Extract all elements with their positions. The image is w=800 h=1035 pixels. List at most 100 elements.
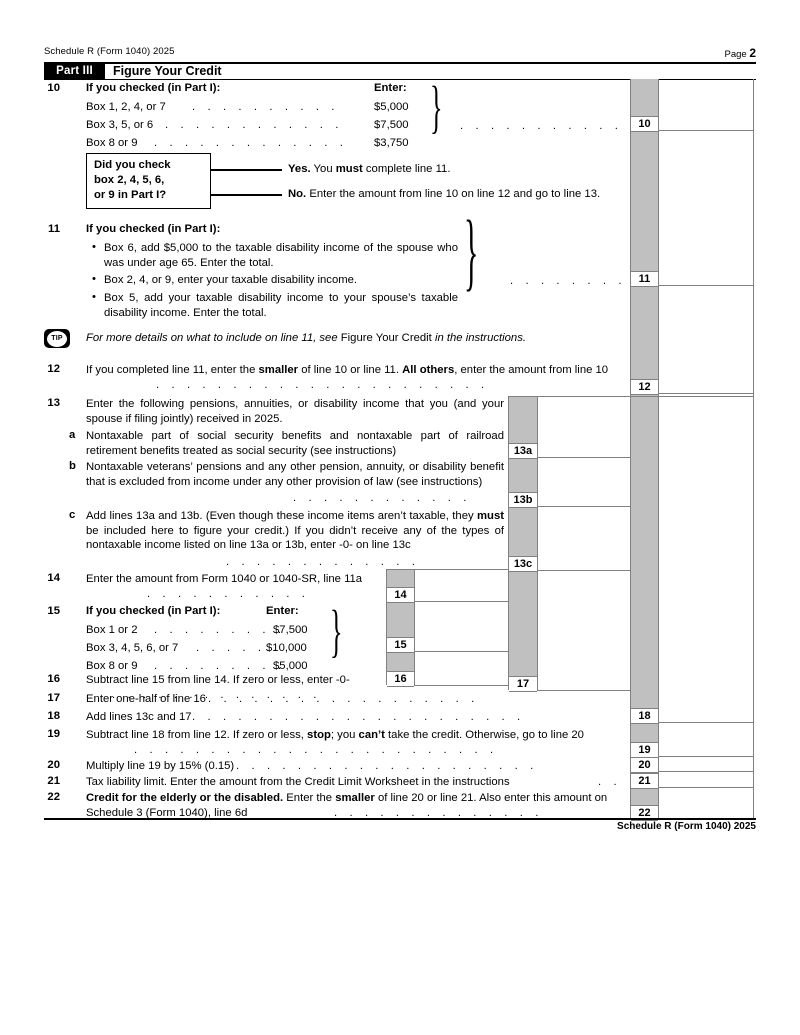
line-13b-text: Nontaxable veterans’ pensions and any ot… <box>86 461 504 488</box>
line-17-number: 17 <box>47 692 60 704</box>
right-column-left-rule <box>630 79 631 819</box>
line-15-row-2-label: Box 8 or 9 <box>86 660 138 672</box>
line-10-row-0-dots: . . . . . . . . . . <box>192 101 340 113</box>
line-16-entry-rule <box>414 685 508 686</box>
line-13c-entry-rule <box>537 570 630 571</box>
line-17-text: Enter one-half of line 16 <box>86 693 206 705</box>
line-11-bullet-0: Box 6, add $5,000 to the taxable disabil… <box>104 242 458 269</box>
inner-column-left-rule <box>386 569 387 685</box>
line-12-bottom-rule <box>508 396 753 397</box>
line-13b-entry-rule <box>537 506 630 507</box>
line-16-box-label: 16 <box>387 671 414 687</box>
line-18-number: 18 <box>47 710 60 722</box>
decision-question-line-1: box 2, 4, 5, 6, <box>94 174 165 186</box>
line-14-box-label: 14 <box>387 587 414 603</box>
line-19-text-1: Subtract line 18 from line 12. If zero o… <box>86 729 308 741</box>
line-10-row-2-label: Box 8 or 9 <box>86 137 138 149</box>
line-19-text-3: take the credit. Otherwise, go to line 2… <box>384 729 584 741</box>
footer-rule <box>44 818 756 820</box>
line-22-number: 22 <box>47 791 60 803</box>
line-21-entry-rule <box>658 787 753 788</box>
line-10-row-2-dots: . . . . . . . . . . . . . <box>154 137 348 149</box>
line-11-brace: } <box>464 204 479 301</box>
line-20-text: Multiply line 19 by 15% (0.15) <box>86 760 235 772</box>
line-18-box-label: 18 <box>631 708 658 724</box>
part-header: Part III Figure Your Credit <box>44 62 756 81</box>
line-17-trail-dots: . . . . . . . . . . . . . . . . . . <box>208 693 479 705</box>
line-11-trail-dots: . . . . . . . . <box>510 275 627 287</box>
line-10-entry-rule <box>658 130 753 131</box>
tip-text-1: For more details on what to include on l… <box>86 332 341 344</box>
line-15-row-0-dots: . . . . . . . . . <box>154 624 286 636</box>
line-13a-entry-rule <box>537 457 630 458</box>
line-15-row-2-amount: $5,000 <box>273 660 308 672</box>
line-12-box-label: 12 <box>631 379 658 395</box>
line-19-entry-rule <box>658 756 753 757</box>
line-22-text: Credit for the elderly or the disabled. … <box>86 791 624 820</box>
line-21-number: 21 <box>47 775 60 787</box>
line-13b-letter: b <box>69 460 76 472</box>
line-13a-box-label: 13a <box>509 443 537 459</box>
line-12-bold-1: smaller <box>258 364 299 376</box>
line-15-row-0-label: Box 1 or 2 <box>86 624 138 636</box>
decision-yes-label: Yes. <box>288 163 311 175</box>
line-10-box-label: 10 <box>631 116 658 132</box>
line-13a-letter: a <box>69 429 76 441</box>
line-18-entry-rule <box>658 722 753 723</box>
line-13c-trail-dots: . . . . . . . . . . . . . <box>226 556 420 568</box>
line-11-prompt: If you checked (in Part I): <box>86 223 221 235</box>
line-11-box-label: 11 <box>631 271 658 287</box>
line-12-text: If you completed line 11, enter the smal… <box>86 363 624 378</box>
decision-yes-text-2: complete line 11. <box>362 163 451 175</box>
page-header: Schedule R (Form 1040) 2025 Page 2 <box>44 46 756 64</box>
line-15-row-0-amount: $7,500 <box>273 624 308 636</box>
tip-text-bold: Figure Your Credit <box>340 332 432 344</box>
tip-icon: TIP <box>44 329 70 348</box>
line-15-row-1-dots: . . . . . . <box>196 642 282 654</box>
line-18-trail-dots: . . . . . . . . . . . . . . . . . . . . … <box>192 711 525 723</box>
line-19-text-2: ; you <box>330 729 359 741</box>
line-16-trail-dots: . . . . . . . . . . . . . . <box>112 689 321 701</box>
line-10-row-1-dots: . . . . . . . . . . . . <box>165 119 343 131</box>
line-16-text: Subtract line 15 from line 14. If zero o… <box>86 674 350 686</box>
line-10-trail-dots: . . . . . . . . . . . <box>460 120 623 132</box>
line-13c-text-2: be included here to figure your credit.)… <box>86 524 504 552</box>
line-19-trail-dots: . . . . . . . . . . . . . . . . . . . . … <box>134 744 498 756</box>
tip-text: For more details on what to include on l… <box>86 331 526 346</box>
right-column-right-rule <box>753 79 754 819</box>
part-bottom-rule <box>44 79 756 81</box>
line-13-number: 13 <box>47 397 60 409</box>
line-21-text: Tax liability limit. Enter the amount fr… <box>86 776 510 788</box>
line-15-enter-label: Enter: <box>266 605 299 617</box>
line-20-trail-dots: . . . . . . . . . . . . . . . . . . . . <box>236 760 538 772</box>
line-10-enter-label: Enter: <box>374 82 407 94</box>
line-13c-bold-1: must <box>477 510 504 522</box>
line-22-bold-1: Credit for the elderly or the disabled. <box>86 792 284 804</box>
line-13a-text: Nontaxable part of social security benef… <box>86 430 504 457</box>
line-12-bold-2: All others <box>402 364 455 376</box>
page-number: 2 <box>749 46 756 60</box>
line-10-row-2-amount: $3,750 <box>374 137 409 149</box>
line-22-text-1: Enter the <box>283 792 336 804</box>
page-indicator: Page 2 <box>724 46 756 60</box>
line-20-number: 20 <box>47 759 60 771</box>
page-label: Page <box>724 49 747 60</box>
line-14-text: Enter the amount from Form 1040 or 1040-… <box>86 573 363 585</box>
line-12-entry-rule <box>658 393 753 394</box>
decision-yes-text-1: You <box>310 163 336 175</box>
decision-question-box: Did you check box 2, 4, 5, 6, or 9 in Pa… <box>86 153 211 209</box>
line-13c-letter: c <box>69 509 76 521</box>
line-17-entry-rule <box>537 690 630 691</box>
form-body: 10 If you checked (in Part I): Enter: Bo… <box>44 74 756 821</box>
footer-identifier: Schedule R (Form 1040) 2025 <box>617 821 756 832</box>
tip-icon-label: TIP <box>51 334 63 342</box>
line-15-row-1-amount: $10,000 <box>266 642 307 654</box>
line-10-row-0-amount: $5,000 <box>374 101 409 113</box>
line-15-prompt: If you checked (in Part I): <box>86 605 221 617</box>
decision-question-line-2: or 9 in Part I? <box>94 189 167 201</box>
line-22-text-2: of line 20 or line 21. Also enter this a… <box>86 792 608 819</box>
line-11-number: 11 <box>48 223 60 235</box>
tip-icon-ring <box>47 330 67 347</box>
mid-column-shading <box>508 396 537 690</box>
line-11-entry-rule <box>658 285 753 286</box>
